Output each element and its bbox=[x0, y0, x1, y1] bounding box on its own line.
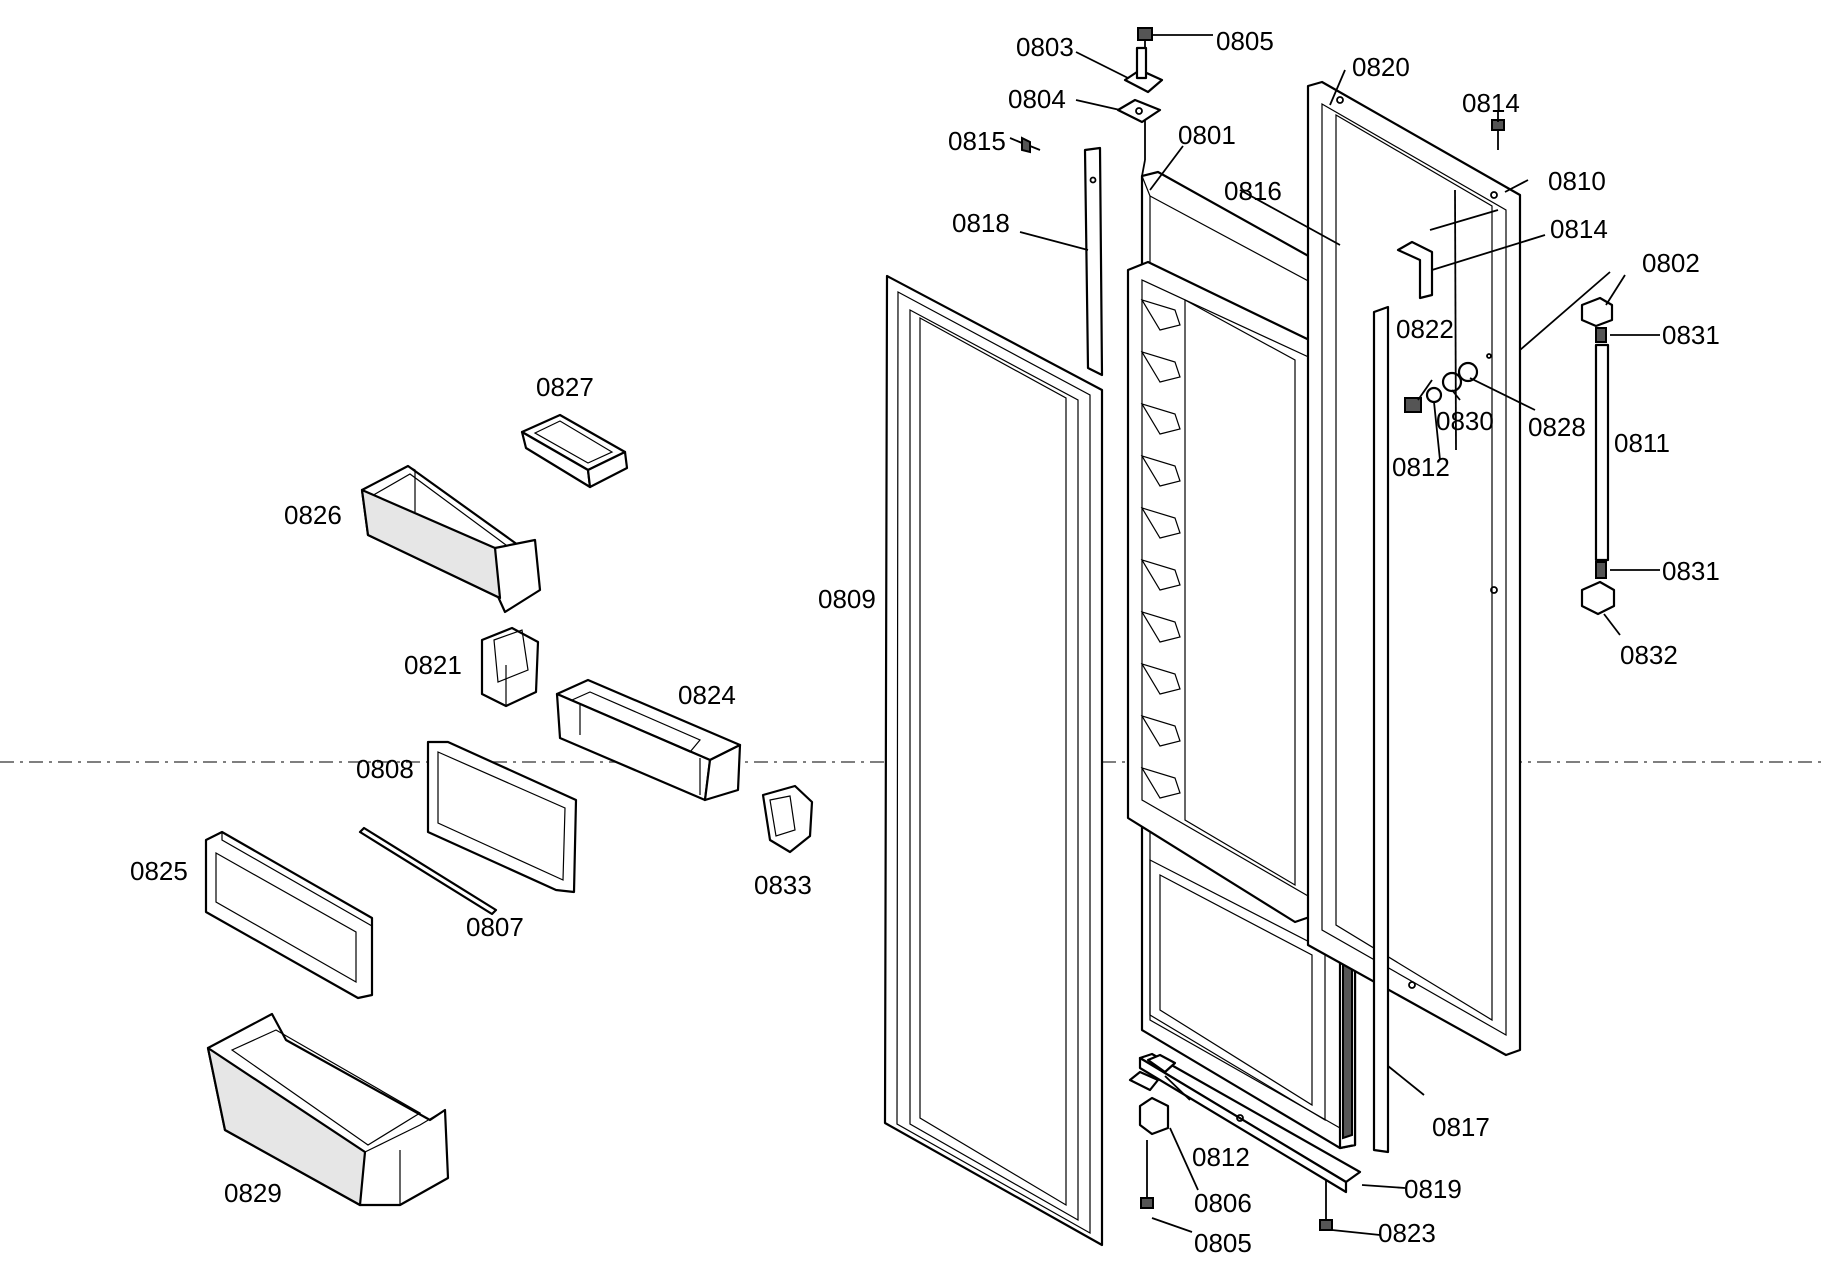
label-0814-mid: 0814 bbox=[1550, 214, 1608, 244]
part-0804-washer-plate bbox=[1116, 98, 1162, 124]
label-0824: 0824 bbox=[678, 680, 736, 710]
part-0827-small-tray bbox=[520, 413, 629, 489]
label-0801: 0801 bbox=[1178, 120, 1236, 150]
label-0812-lower: 0812 bbox=[1192, 1142, 1250, 1172]
part-0814-top-screw bbox=[1491, 119, 1505, 150]
part-0829-large-bin bbox=[206, 1012, 450, 1207]
part-0811-rod-assembly bbox=[1594, 327, 1610, 579]
label-0807: 0807 bbox=[466, 912, 524, 942]
part-0803-top-hinge bbox=[1123, 46, 1164, 94]
label-0806: 0806 bbox=[1194, 1188, 1252, 1218]
label-0815: 0815 bbox=[948, 126, 1006, 156]
label-0831-bottom: 0831 bbox=[1662, 556, 1720, 586]
label-0814-top: 0814 bbox=[1462, 88, 1520, 118]
part-0824-drawer-box bbox=[555, 678, 742, 802]
label-0811: 0811 bbox=[1614, 428, 1670, 458]
leader-lines bbox=[1009, 34, 1660, 1236]
label-0825: 0825 bbox=[130, 856, 188, 886]
part-0814-bracket bbox=[1396, 240, 1434, 300]
part-labels: 0803 0805 0804 0820 0814 0801 0815 0810 … bbox=[130, 26, 1720, 1258]
inner-panel-shelf-ledges bbox=[1140, 298, 1181, 799]
label-0830: 0830 bbox=[1436, 406, 1494, 436]
label-0817: 0817 bbox=[1432, 1112, 1490, 1142]
label-0809: 0809 bbox=[818, 584, 876, 614]
label-0803: 0803 bbox=[1016, 32, 1074, 62]
part-0833-clip bbox=[761, 784, 814, 854]
label-0808: 0808 bbox=[356, 754, 414, 784]
label-0810: 0810 bbox=[1548, 166, 1606, 196]
part-0802-top-block bbox=[1580, 296, 1614, 328]
part-0805-bottom-screw bbox=[1140, 1140, 1154, 1209]
part-0809-door-frame bbox=[883, 274, 1104, 1247]
part-0815-screw bbox=[1021, 136, 1041, 154]
label-0826: 0826 bbox=[284, 500, 342, 530]
part-0808-gasket-frame bbox=[426, 740, 578, 894]
label-0833: 0833 bbox=[754, 870, 812, 900]
part-0825-drawer-front bbox=[204, 830, 374, 1000]
label-0816: 0816 bbox=[1224, 176, 1282, 206]
part-0823-screw bbox=[1319, 1180, 1333, 1231]
part-0817-right-strip bbox=[1372, 305, 1390, 1154]
label-0818: 0818 bbox=[952, 208, 1010, 238]
label-0822: 0822 bbox=[1396, 314, 1454, 344]
part-0832-bottom-block bbox=[1580, 580, 1616, 616]
part-0821-small-holder bbox=[480, 626, 540, 708]
label-0821: 0821 bbox=[404, 650, 462, 680]
part-0826-upper-door-bin bbox=[360, 464, 542, 614]
label-0831-top: 0831 bbox=[1662, 320, 1720, 350]
label-0823: 0823 bbox=[1378, 1218, 1436, 1248]
part-0807-rod bbox=[358, 826, 498, 916]
part-0818-side-strip bbox=[1083, 146, 1104, 377]
label-0820: 0820 bbox=[1352, 52, 1410, 82]
label-0819: 0819 bbox=[1404, 1174, 1462, 1204]
part-0819-bottom-plate bbox=[1138, 1052, 1362, 1194]
label-0829: 0829 bbox=[224, 1178, 282, 1208]
part-0820-back-panel bbox=[1306, 80, 1522, 1057]
label-0827: 0827 bbox=[536, 372, 594, 402]
label-0832: 0832 bbox=[1620, 640, 1678, 670]
label-0804: 0804 bbox=[1008, 84, 1066, 114]
label-0812-upper: 0812 bbox=[1392, 452, 1450, 482]
label-0805-bottom: 0805 bbox=[1194, 1228, 1252, 1258]
label-0828: 0828 bbox=[1528, 412, 1586, 442]
part-0812-lower-hinge bbox=[1128, 1053, 1177, 1136]
label-0802: 0802 bbox=[1642, 248, 1700, 278]
label-0805-top: 0805 bbox=[1216, 26, 1274, 56]
